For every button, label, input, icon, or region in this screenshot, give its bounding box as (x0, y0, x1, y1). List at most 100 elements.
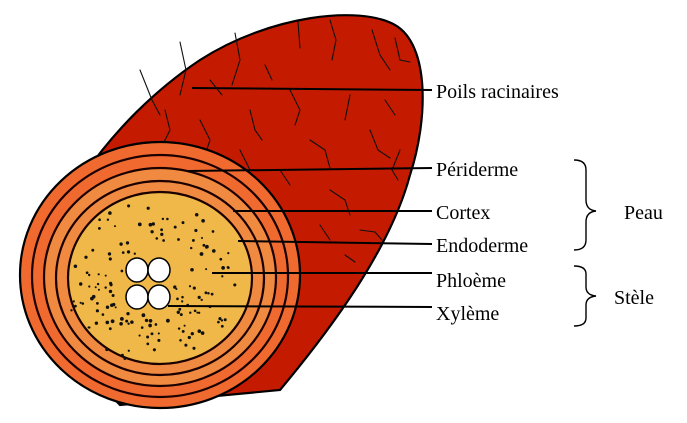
phloem-dot (201, 219, 205, 223)
phloem-dot (108, 252, 111, 255)
phloem-dot (109, 290, 112, 293)
phloem-dot (178, 308, 181, 311)
label-xyleme: Xylème (436, 303, 499, 325)
phloem-dot (127, 323, 129, 325)
phloem-dot (123, 357, 126, 360)
phloem-dot (147, 207, 150, 210)
phloem-dot (139, 335, 141, 337)
phloem-dot (145, 319, 148, 322)
phloem-dot (130, 320, 134, 324)
phloem-dot (149, 223, 153, 227)
phloem-dot (192, 239, 195, 242)
phloem-dot (70, 309, 72, 311)
phloem-dot (173, 285, 176, 288)
phloem-dot (140, 361, 142, 363)
phloem-dot (82, 302, 85, 305)
phloem-dot (74, 305, 77, 308)
phloem-dot (115, 306, 117, 308)
phloem-dot (191, 332, 194, 335)
phloem-dot (110, 283, 113, 286)
phloem-dot (98, 273, 100, 275)
phloem-dot (190, 247, 192, 249)
phloem-dot (207, 292, 210, 295)
phloem-dot (195, 213, 199, 217)
label-cortex: Cortex (436, 202, 490, 224)
phloem-dot (180, 313, 183, 316)
phloem-dot (221, 325, 224, 328)
phloem-dot (95, 286, 97, 288)
phloem-dot (198, 296, 201, 299)
phloem-dot (182, 330, 185, 333)
phloem-dot (160, 233, 163, 236)
phloem-dot (127, 250, 130, 253)
phloem-dot (109, 327, 112, 330)
phloem-dot (67, 268, 69, 270)
phloem-dot (179, 339, 182, 342)
phloem-dot (212, 230, 215, 233)
phloem-dot (194, 309, 197, 312)
phloem-dot (201, 237, 203, 239)
phloem-dot (150, 230, 153, 233)
phloem-dot (138, 223, 142, 227)
phloem-dot (102, 313, 105, 316)
phloem-dot (184, 344, 187, 347)
phloem-dot (152, 222, 155, 225)
phloem-dot (97, 283, 99, 285)
phloem-dot (95, 322, 98, 325)
phloem-dot (109, 257, 112, 260)
phloem-dot (142, 313, 146, 317)
phloem-dot (98, 218, 101, 221)
phloem-dot (158, 332, 160, 334)
phloem-dot (86, 271, 89, 274)
phloem-dot (233, 283, 236, 286)
phloem-dot (177, 311, 180, 314)
phloem-dot (105, 321, 109, 325)
phloem-dot (184, 325, 186, 327)
phloem-dot (126, 241, 129, 244)
label-phloeme: Phloème (436, 270, 506, 292)
phloem-dot (176, 298, 179, 301)
label-periderme: Périderme (436, 159, 518, 181)
phloem-dot (202, 244, 205, 247)
phloem-dot (88, 285, 90, 287)
label-poils-racinaires: Poils racinaires (436, 81, 559, 103)
bracket-stele (574, 266, 596, 326)
phloem-dot (119, 322, 123, 326)
phloem-dot (194, 229, 197, 232)
phloem-dot (217, 321, 220, 324)
phloem-dot (160, 228, 163, 231)
phloem-dot (104, 286, 106, 288)
group-label-stele: Stèle (614, 287, 654, 309)
phloem-dot (107, 218, 109, 220)
phloem-dot (141, 326, 144, 329)
bracket-peau (574, 160, 596, 250)
phloem-dot (105, 275, 107, 277)
phloem-dot (80, 302, 82, 304)
phloem-dot (151, 332, 154, 335)
phloem-dot (166, 218, 169, 221)
phloem-dot (153, 348, 156, 351)
phloem-dot (219, 258, 222, 261)
phloem-dot (227, 252, 229, 254)
phloem-dot (125, 320, 128, 323)
phloem-dot (128, 350, 130, 352)
phloem-dot (201, 299, 203, 301)
phloem-dot (188, 336, 191, 339)
leader-xyleme (168, 306, 432, 307)
phloem-dot (189, 285, 191, 287)
phloem-dot (73, 300, 75, 302)
phloem-dot (74, 264, 78, 268)
phloem-dot (212, 249, 216, 253)
phloem-dot (224, 318, 227, 321)
phloem-dot (96, 309, 99, 312)
phloem-dot (127, 204, 130, 207)
phloem-dot (110, 303, 113, 306)
phloem-dot (112, 294, 115, 297)
phloem-dot (221, 275, 223, 277)
phloem-dot (84, 256, 87, 259)
phloem-dot (98, 227, 101, 230)
phloem-dot (201, 331, 205, 335)
phloem-dot (105, 348, 108, 351)
phloem-dot (121, 270, 124, 273)
group-label-peau: Peau (624, 202, 663, 224)
